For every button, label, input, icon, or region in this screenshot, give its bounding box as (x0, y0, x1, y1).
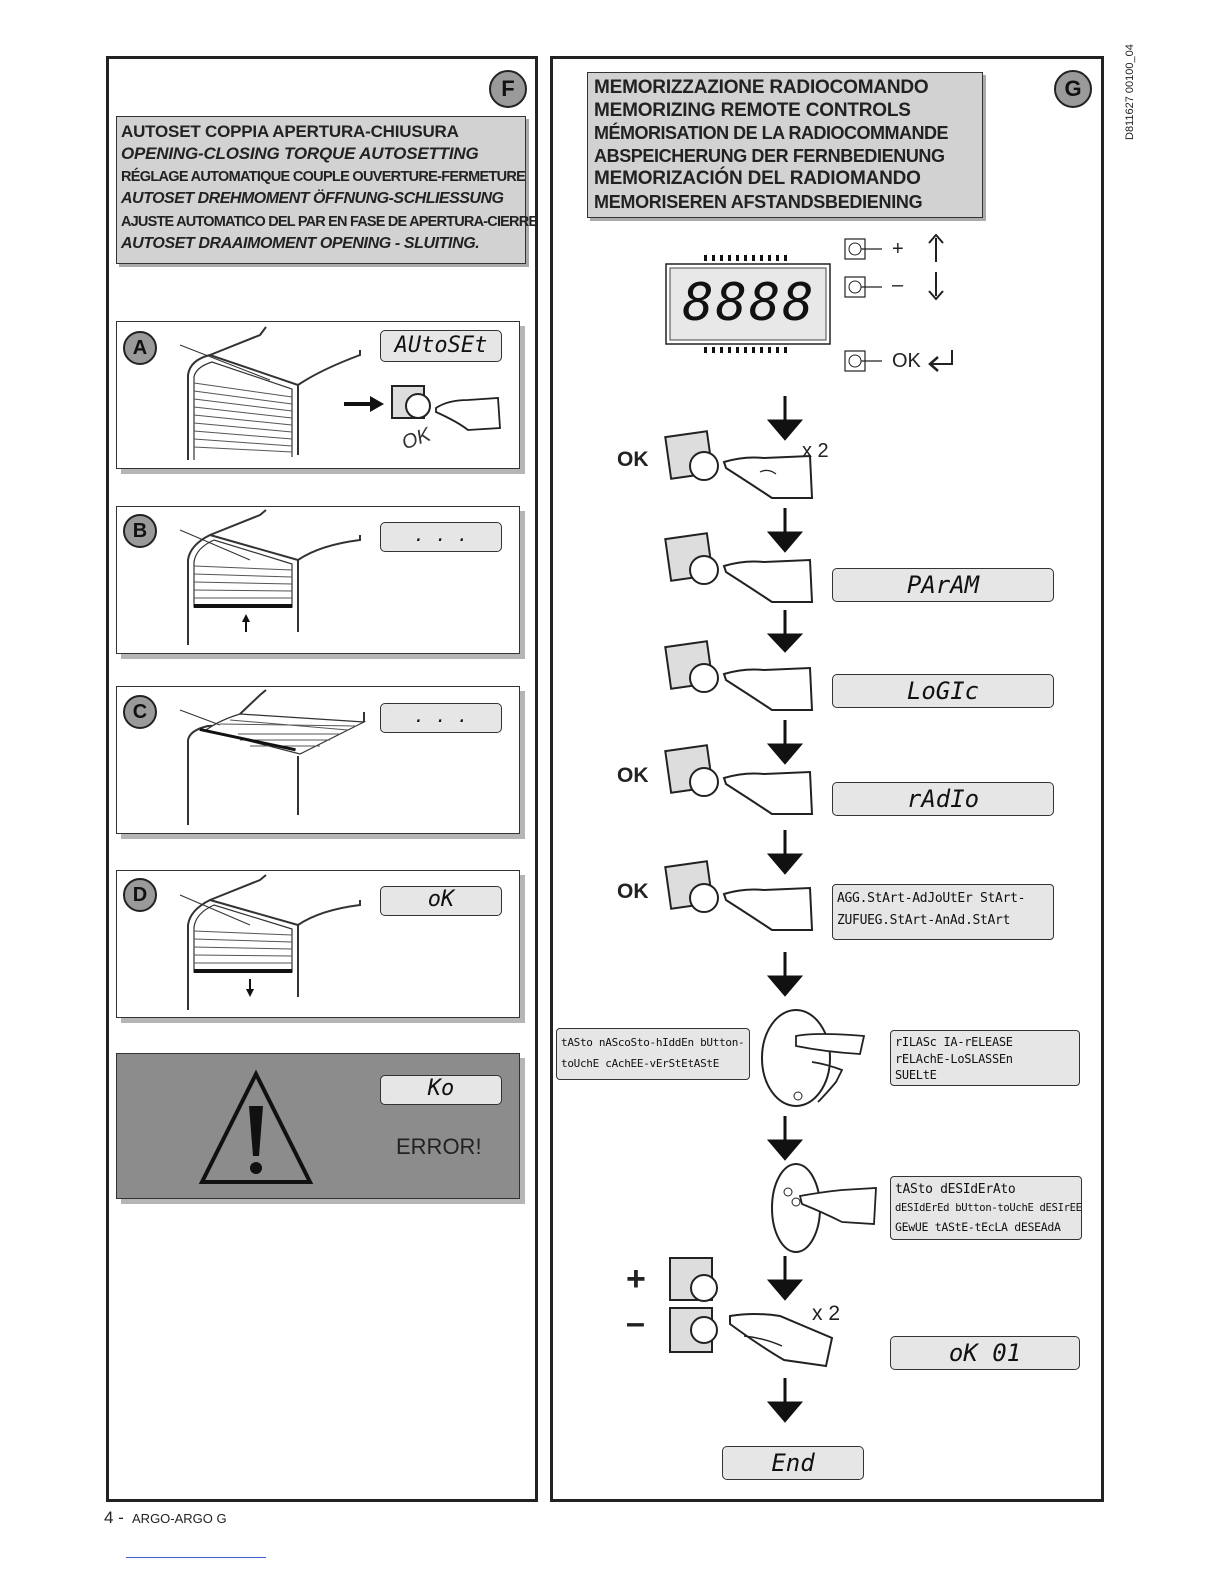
section-f-badge: F (489, 70, 527, 108)
section-f-title-box: AUTOSET COPPIA APERTURA-CHIUSURA OPENING… (116, 116, 538, 264)
plus-key-label: + (892, 238, 904, 260)
g-title-es: MEMORIZACIÓN DEL RADIOMANDO (594, 167, 921, 189)
footer-link-underline (126, 1557, 266, 1558)
f-title-fr: RÉGLAGE AUTOMATIQUE COUPLE OUVERTURE-FER… (121, 168, 526, 185)
release-display: rILASc IA-rELEASE rELAchE-LoSLASSEn SUEL… (890, 1030, 1080, 1086)
minus-key-label: – (892, 274, 904, 296)
add-start-line-1: AGG.StArt-AdJoUtEr StArt- (837, 891, 1026, 906)
f-title-nl: AUTOSET DRAAIMOMENT OPENING - SLUITING. (121, 235, 480, 253)
arrow-down-icon (928, 272, 944, 301)
section-g-panel (550, 56, 1104, 1502)
desired-button-display: tASto dESIdErAto dESIdErEd bUtton-toUchE… (890, 1176, 1082, 1240)
g-title-fr: MÉMORISATION DE LA RADIOCOMMANDE (594, 123, 948, 144)
section-g-badge: G (1054, 70, 1092, 108)
logic-display: LoGIc (832, 674, 1054, 708)
step-a-display: AUtoSEt (380, 330, 502, 362)
step1-times-label: x 2 (802, 440, 829, 462)
garage-door-open-illustration (179, 326, 361, 460)
minus-key-icon (844, 276, 882, 298)
hidden-button-line-1: tASto nAScoSto-hIddEn bUtton- (561, 1036, 745, 1049)
section-f-panel (106, 56, 538, 1502)
parameter-display: PArAM (832, 568, 1054, 602)
step-a-badge: A (123, 331, 157, 365)
error-display: Ko (380, 1075, 502, 1105)
step5-ok-label: OK (617, 880, 649, 903)
step-b-badge: B (123, 514, 157, 548)
error-text: ERROR! (396, 1134, 482, 1159)
release-line-3: SUELtE (895, 1068, 937, 1082)
g-title-it: MEMORIZZAZIONE RADIOCOMANDO (594, 77, 929, 98)
step2-press-button-icon (664, 532, 814, 603)
garage-door-closing-illustration (179, 874, 361, 1010)
enter-return-icon (928, 350, 953, 372)
f-title-de: AUTOSET DREHMOMENT ÖFFNUNG-SCHLIESSUNG (121, 190, 504, 208)
f-title-es: AJUSTE AUTOMATICO DEL PAR EN FASE DE APE… (121, 213, 538, 230)
hidden-button-line-2: toUchE cAchEE-vErStEtAStE (561, 1057, 720, 1070)
arrow-right-icon (344, 396, 384, 412)
ok-number-display: oK 01 (890, 1336, 1080, 1370)
step4-press-button-icon (664, 744, 814, 815)
push-button-hand-icon (391, 385, 501, 431)
side-code: D811627 00100_04 (1124, 44, 1136, 140)
step-c-display: . . . (380, 703, 502, 733)
desired-button-line-2: dESIdErEd bUtton-toUchE dESIrEE (895, 1202, 1082, 1214)
add-start-line-2: ZUFUEG.StArt-AnAd.StArt (837, 913, 1011, 928)
end-display: End (722, 1446, 864, 1480)
section-g-title-box: MEMORIZZAZIONE RADIOCOMANDO MEMORIZING R… (587, 72, 983, 218)
arrow-up-icon (928, 233, 944, 262)
remote-hidden-button-hand-icon (761, 1009, 866, 1107)
step-d-display: oK (380, 886, 502, 916)
step-b-display: . . . (380, 522, 502, 552)
page-footer: 4 - ARGO-ARGO G (104, 1508, 227, 1528)
radio-display: rAdIo (832, 782, 1054, 816)
remote-desired-button-hand-icon (771, 1163, 877, 1253)
desired-button-line-3: GEwUE tAStE-tEcLA dESEAdA (895, 1220, 1061, 1234)
ok-key-icon (844, 350, 882, 372)
warning-triangle-icon (198, 1069, 314, 1184)
plus-key-icon (844, 238, 882, 260)
plus-sign: + (626, 1260, 646, 1298)
step4-ok-label: OK (617, 764, 649, 787)
plus-minus-buttons-hand-icon (669, 1257, 834, 1368)
step1-press-button-icon (664, 430, 814, 499)
step8-times-label: x 2 (812, 1302, 841, 1325)
step3-press-button-icon (664, 640, 814, 711)
flow-arrows (766, 396, 804, 1423)
desired-button-line-1: tASto dESIdErAto (895, 1182, 1016, 1197)
control-display-unit (665, 255, 831, 353)
add-start-display: AGG.StArt-AdJoUtEr StArt- ZUFUEG.StArt-A… (832, 884, 1054, 940)
garage-door-opening-illustration (179, 509, 361, 645)
g-title-en: MEMORIZING REMOTE CONTROLS (594, 99, 911, 121)
f-title-it: AUTOSET COPPIA APERTURA-CHIUSURA (121, 122, 459, 141)
garage-door-fully-open-illustration (179, 689, 367, 825)
hidden-button-display: tASto nAScoSto-hIddEn bUtton- toUchE cAc… (556, 1028, 750, 1080)
main-display-digits: 8888 (682, 273, 816, 333)
minus-sign: – (626, 1304, 645, 1342)
release-line-1: rILASc IA-rELEASE (895, 1035, 1013, 1049)
step-d-badge: D (123, 878, 157, 912)
model-name: ARGO-ARGO G (132, 1511, 227, 1526)
step5-press-button-icon (664, 860, 814, 931)
release-line-2: rELAchE-LoSLASSEn (895, 1051, 1013, 1066)
g-title-nl: MEMORISEREN AFSTANDSBEDIENING (594, 191, 923, 212)
f-title-en: OPENING-CLOSING TORQUE AUTOSETTING (121, 144, 479, 164)
g-title-de: ABSPEICHERUNG DER FERNBEDIENUNG (594, 146, 945, 167)
page-number: 4 - (104, 1508, 124, 1527)
ok-key-label: OK (892, 350, 921, 372)
step1-ok-label: OK (617, 448, 649, 471)
step-c-badge: C (123, 695, 157, 729)
